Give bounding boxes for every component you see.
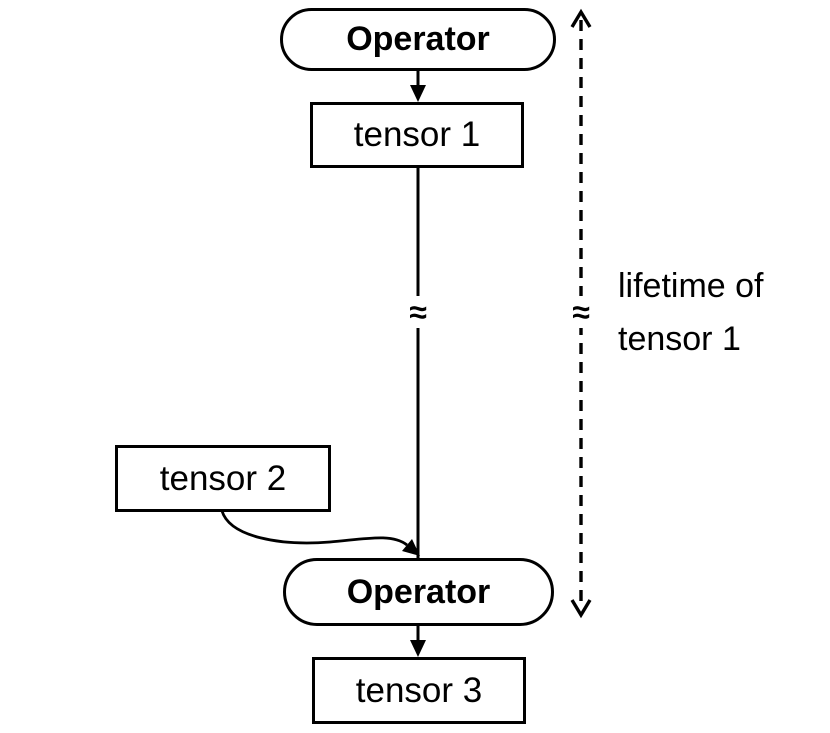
lifetime-arrowhead-bottom <box>570 599 592 619</box>
lifetime-label-line1: lifetime of <box>618 267 764 305</box>
arrowhead-operator-bottom <box>402 539 420 556</box>
node-operator-bottom: Operator <box>283 558 554 626</box>
lifetime-label-line2: tensor 1 <box>618 320 741 358</box>
node-tensor-3-label: tensor 3 <box>355 670 483 710</box>
node-tensor-1-label: tensor 1 <box>353 115 481 154</box>
arrowhead-tensor1 <box>410 85 426 102</box>
node-tensor-3: tensor 3 <box>312 657 526 724</box>
node-operator-bottom-label: Operator <box>346 572 491 611</box>
lifetime-label: lifetime of tensor 1 <box>618 260 764 366</box>
arrowhead-tensor3 <box>410 640 426 657</box>
node-tensor-1: tensor 1 <box>310 102 524 168</box>
node-operator-top-label: Operator <box>346 20 490 58</box>
node-tensor-2: tensor 2 <box>115 445 331 512</box>
break-symbol-main-line: ≈ <box>408 294 428 330</box>
node-tensor-2-label: tensor 2 <box>159 458 287 498</box>
edge-tensor2-to-operator-bottom-curve <box>220 510 408 547</box>
node-operator-top: Operator <box>280 8 556 71</box>
lifetime-arrowhead-top <box>570 8 592 28</box>
break-symbol-lifetime-line: ≈ <box>571 294 591 330</box>
